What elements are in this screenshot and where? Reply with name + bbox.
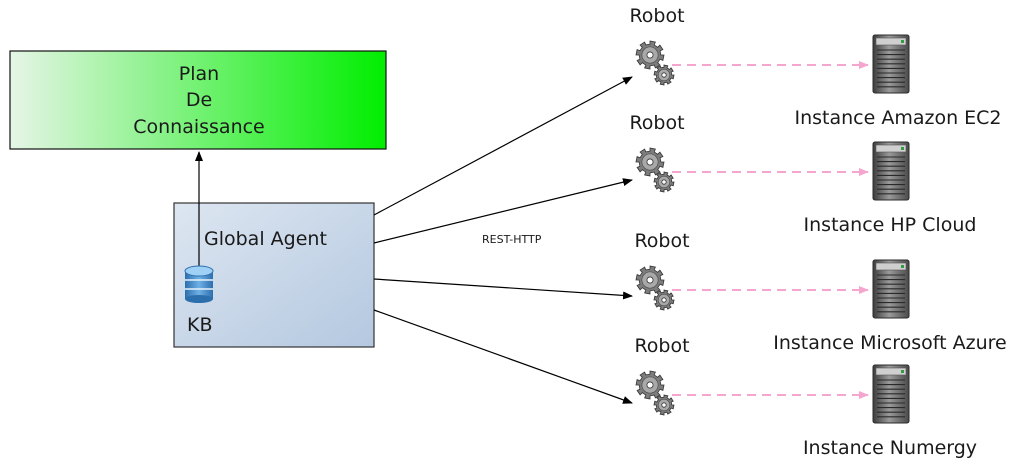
robot-label: Robot xyxy=(634,230,689,252)
plan-de-connaissance-box: Plan De Connaissance xyxy=(9,50,387,150)
instance-label: Instance Numergy xyxy=(803,437,977,459)
protocol-label: REST-HTTP xyxy=(482,233,542,246)
connection-arrow xyxy=(373,309,633,404)
global-agent-label: Global Agent xyxy=(204,228,327,250)
plan-label-line-3: Connaissance xyxy=(133,116,265,138)
gear-icon xyxy=(635,370,675,416)
server-icon xyxy=(872,364,910,424)
instance-label: Instance Amazon EC2 xyxy=(794,107,1001,129)
server-icon xyxy=(872,34,910,94)
server-icon xyxy=(872,141,910,201)
connection-arrow xyxy=(373,76,633,216)
connection-arrow xyxy=(373,278,633,300)
instance-label: Instance HP Cloud xyxy=(804,214,977,236)
instance-label: Instance Microsoft Azure xyxy=(773,332,1006,354)
database-icon xyxy=(184,265,214,303)
connection-arrow xyxy=(373,178,633,244)
plan-label-line-2: De xyxy=(186,89,212,111)
robot-label: Robot xyxy=(634,335,689,357)
gear-icon xyxy=(635,265,675,311)
plan-label-line-1: Plan xyxy=(179,63,219,85)
server-icon xyxy=(872,259,910,319)
gear-icon xyxy=(635,40,675,86)
robot-label: Robot xyxy=(629,5,684,27)
gear-icon xyxy=(635,147,675,193)
kb-label: KB xyxy=(187,314,213,336)
robot-label: Robot xyxy=(629,112,684,134)
